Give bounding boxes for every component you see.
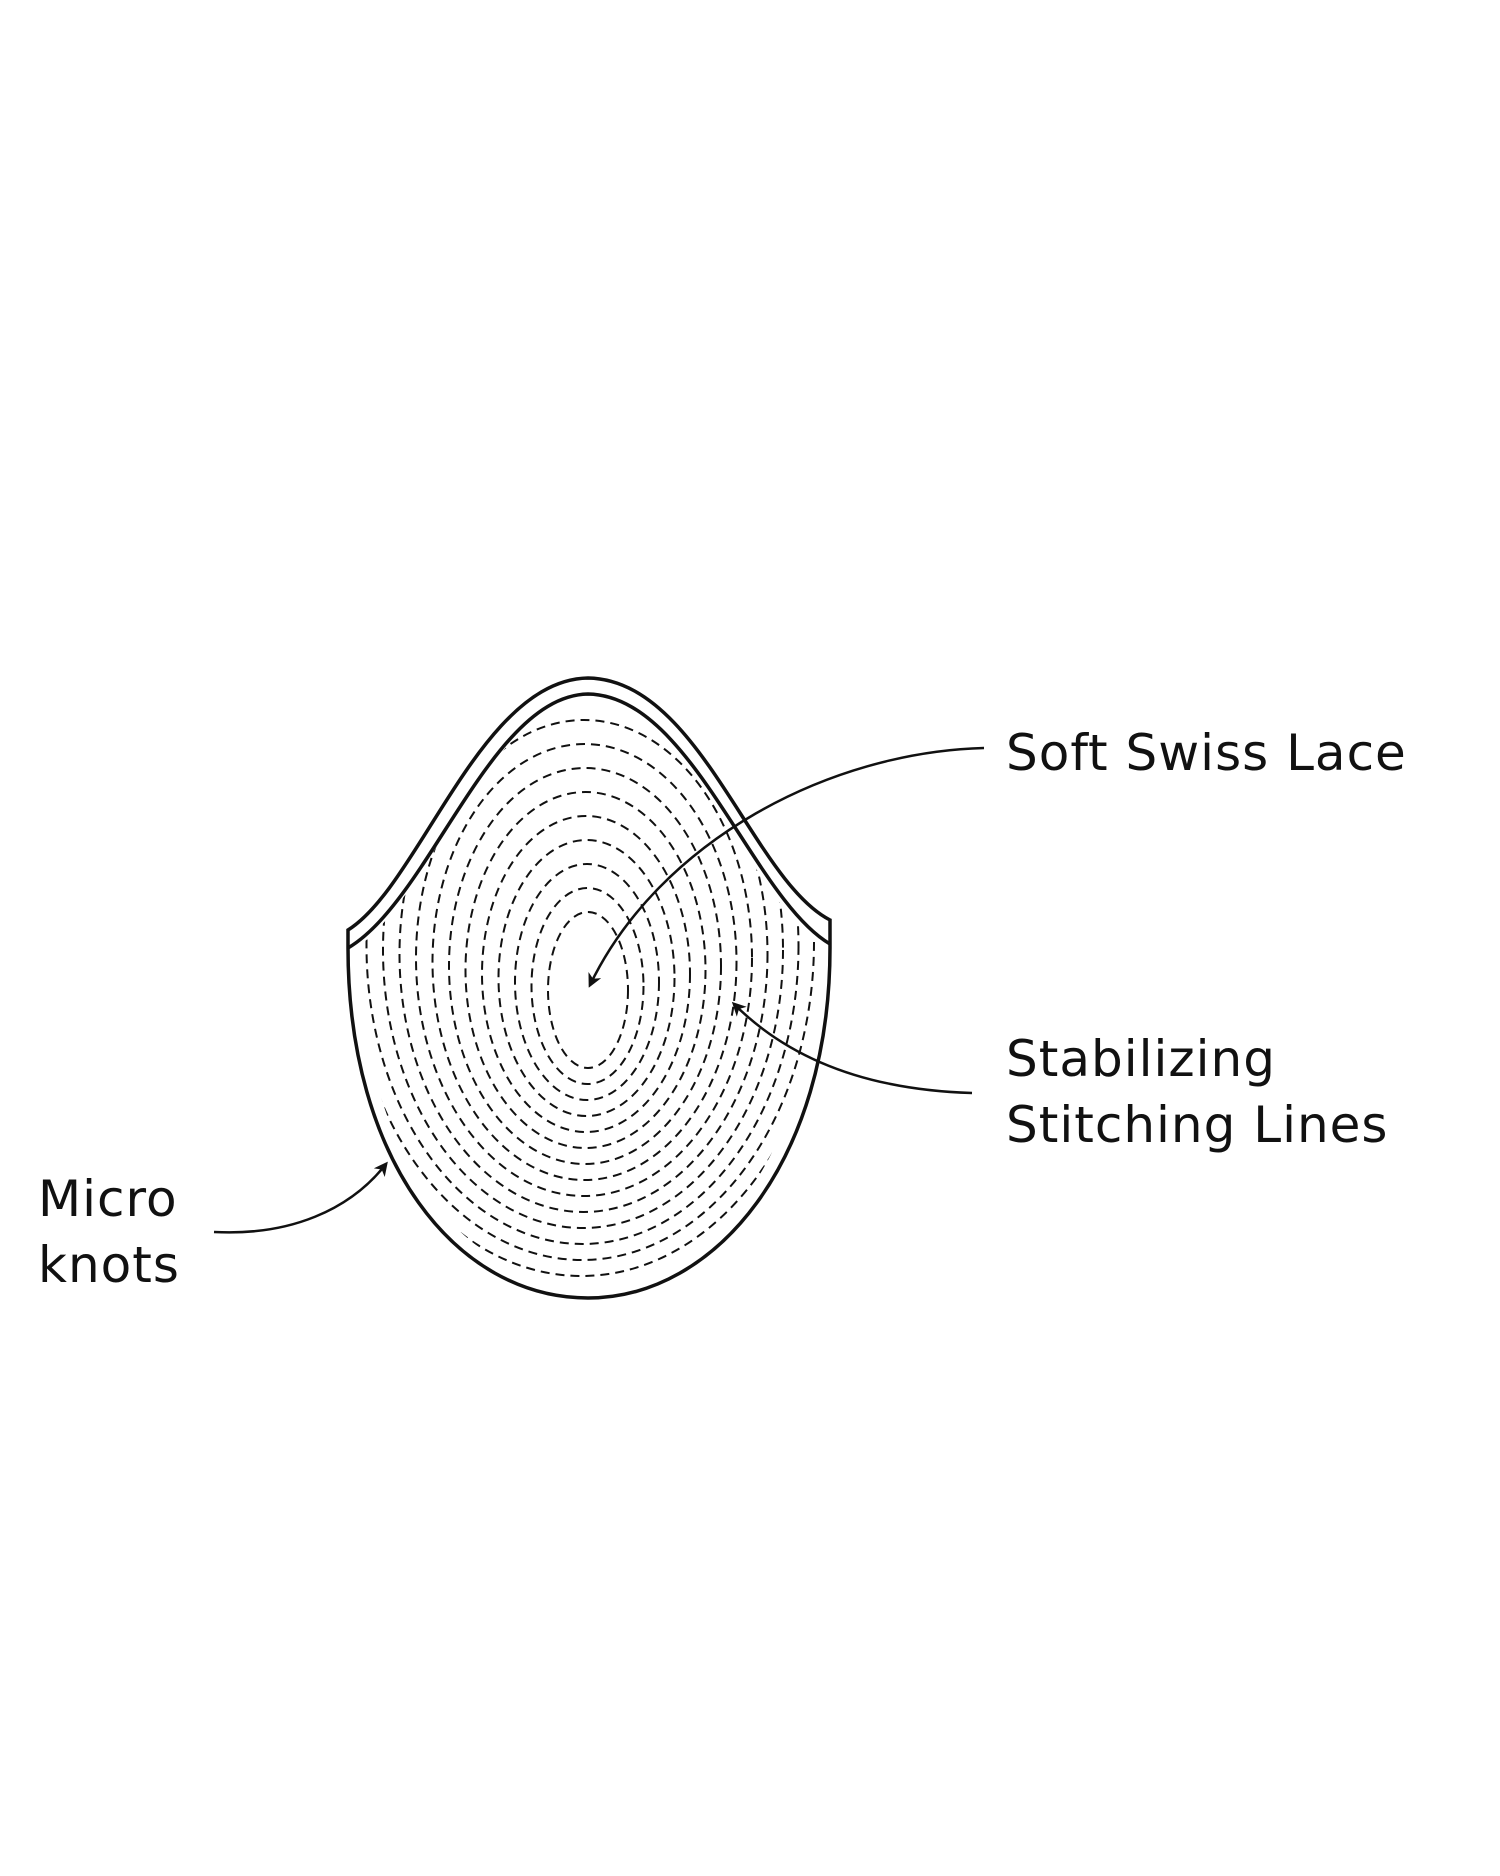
label-knots: knots [38, 1236, 180, 1294]
label-soft-swiss-lace: Soft Swiss Lace [1006, 724, 1407, 782]
cup-outline [346, 676, 832, 1300]
stitching-ring [481, 815, 691, 1133]
stitching-ring [514, 863, 660, 1101]
label-stabilizing: Stabilizing [1006, 1030, 1276, 1088]
stitching-ring [415, 719, 753, 1197]
label-stitching-lines: Stitching Lines [1006, 1096, 1389, 1154]
stitching-ring [365, 700, 800, 1245]
stitching-lines [360, 700, 816, 1277]
stitching-arrow [731, 1001, 973, 1095]
cup-top-band [347, 692, 831, 950]
lace-arrow [588, 746, 985, 988]
label-micro: Micro [38, 1170, 178, 1228]
stitching-ring [431, 743, 738, 1181]
stitching-ring [360, 700, 816, 1277]
stitching-ring [382, 700, 784, 1229]
stitching-ring [547, 911, 629, 1069]
stitching-ring [398, 700, 769, 1213]
stitching-ring [360, 700, 815, 1261]
stitching-ring [497, 839, 676, 1117]
stitching-ring [448, 767, 722, 1165]
knots-arrow [213, 1161, 388, 1234]
stitching-ring [464, 791, 707, 1149]
stitching-ring [530, 887, 645, 1085]
